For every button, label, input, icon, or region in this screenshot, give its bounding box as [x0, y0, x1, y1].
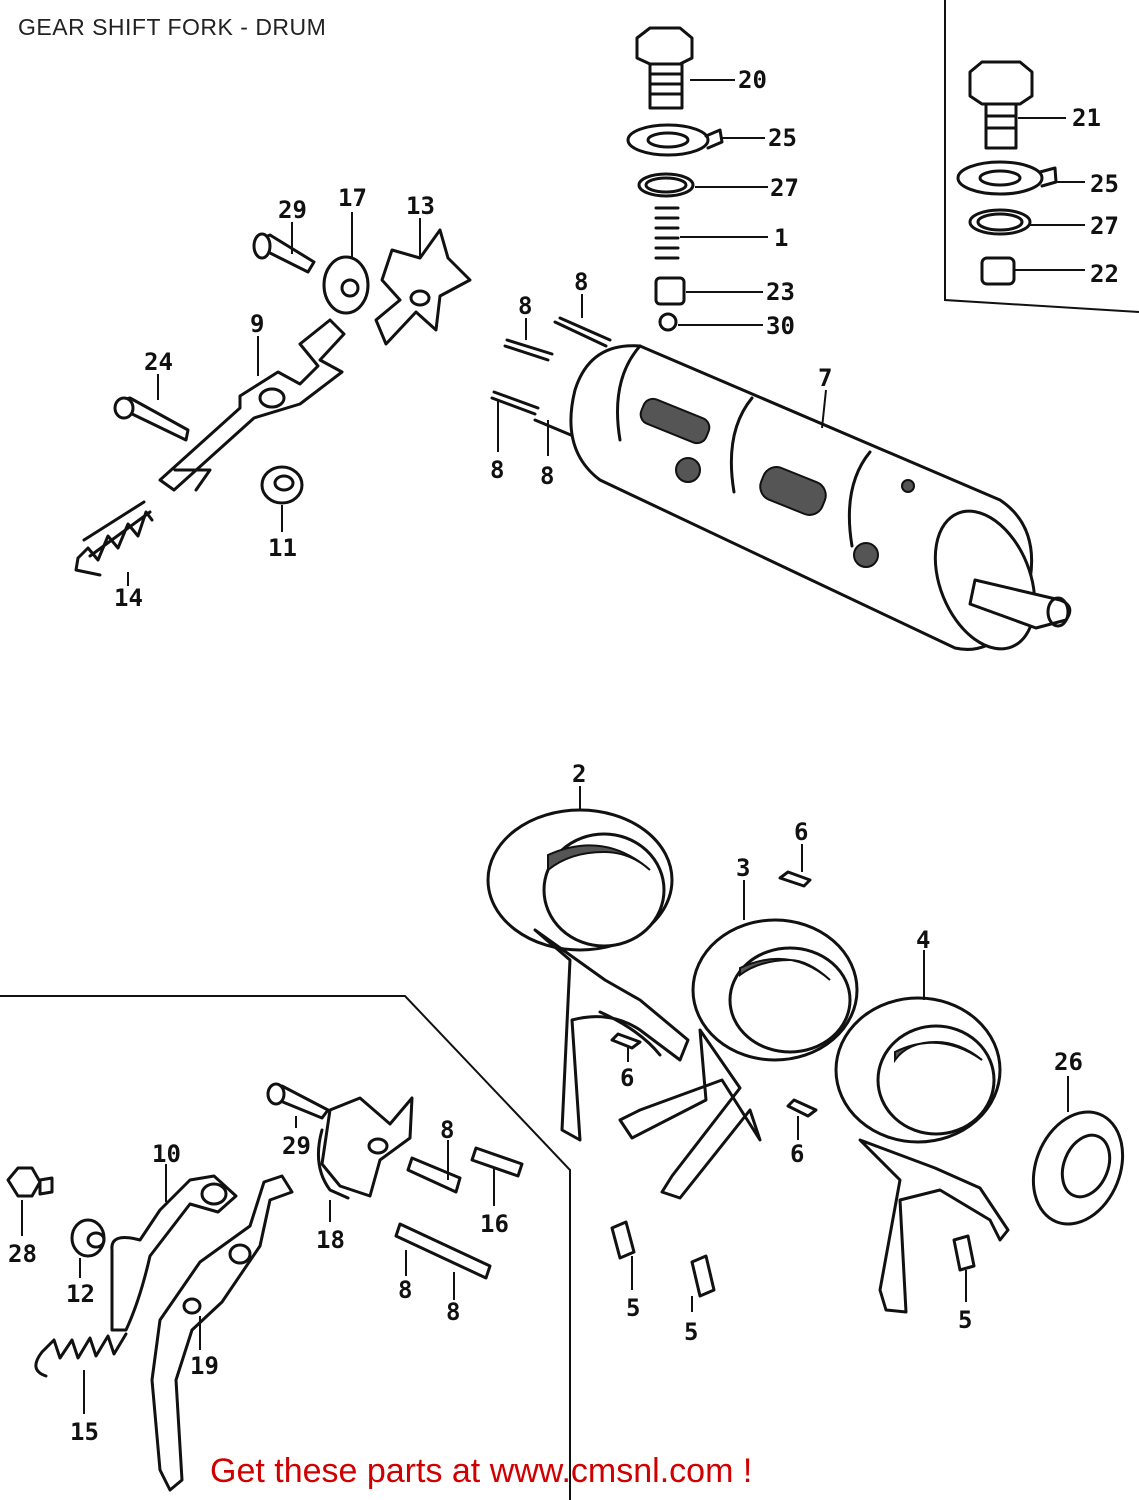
- part-label-19: 19: [190, 1352, 219, 1380]
- leader-7: [821, 389, 827, 429]
- upper-left-parts: [74, 228, 472, 577]
- part-label-30: 30: [766, 312, 795, 340]
- part-label-4: 4: [916, 926, 930, 954]
- part-label-24: 24: [144, 348, 173, 376]
- detent-bolt-stack: [626, 26, 724, 332]
- footer-link-text[interactable]: Get these parts at www.cmsnl.com !: [210, 1452, 753, 1490]
- part-label-6: 6: [620, 1064, 634, 1092]
- part-label-22: 22: [1090, 260, 1119, 288]
- part-label-25: 25: [768, 124, 797, 152]
- shift-forks: [486, 808, 1125, 1314]
- part-label-21: 21: [1072, 104, 1101, 132]
- part-label-8: 8: [574, 268, 588, 296]
- part-label-27: 27: [770, 174, 799, 202]
- inset-bolt-stack: [956, 60, 1058, 286]
- shift-drum: [490, 316, 1072, 651]
- part-labels: 20 25 27 1 23 30 21 25 27 22 29 17 13 9 …: [8, 66, 1119, 1446]
- part-label-8: 8: [440, 1116, 454, 1144]
- part-label-5: 5: [958, 1306, 972, 1334]
- part-label-8: 8: [446, 1298, 460, 1326]
- part-label-8: 8: [398, 1276, 412, 1304]
- part-label-6: 6: [794, 818, 808, 846]
- part-label-29: 29: [278, 196, 307, 224]
- part-label-25-inset: 25: [1090, 170, 1119, 198]
- part-label-16: 16: [480, 1210, 509, 1238]
- part-label-11: 11: [268, 534, 297, 562]
- page-title: GEAR SHIFT FORK - DRUM: [18, 14, 327, 40]
- part-label-5: 5: [626, 1294, 640, 1322]
- part-label-18: 18: [316, 1226, 345, 1254]
- part-label-27-inset: 27: [1090, 212, 1119, 240]
- part-label-6: 6: [790, 1140, 804, 1168]
- part-label-8: 8: [490, 456, 504, 484]
- part-label-12: 12: [66, 1280, 95, 1308]
- part-label-20: 20: [738, 66, 767, 94]
- part-label-23: 23: [766, 278, 795, 306]
- part-label-14: 14: [114, 584, 143, 612]
- part-label-3: 3: [736, 854, 750, 882]
- part-label-28: 28: [8, 1240, 37, 1268]
- part-label-5: 5: [684, 1318, 698, 1346]
- part-label-2: 2: [572, 760, 586, 788]
- part-label-26: 26: [1054, 1048, 1083, 1076]
- part-label-7: 7: [818, 364, 832, 392]
- part-label-13: 13: [406, 192, 435, 220]
- part-label-9: 9: [250, 310, 264, 338]
- lower-left-parts: [6, 1082, 524, 1492]
- part-label-8: 8: [518, 292, 532, 320]
- part-label-8: 8: [540, 462, 554, 490]
- inset-frame-bottom-left: [0, 995, 571, 1500]
- part-label-29: 29: [282, 1132, 311, 1160]
- part-label-10: 10: [152, 1140, 181, 1168]
- part-label-15: 15: [70, 1418, 99, 1446]
- inset-frame-top-right: [944, 0, 1139, 313]
- part-label-1: 1: [774, 224, 788, 252]
- part-label-17: 17: [338, 184, 367, 212]
